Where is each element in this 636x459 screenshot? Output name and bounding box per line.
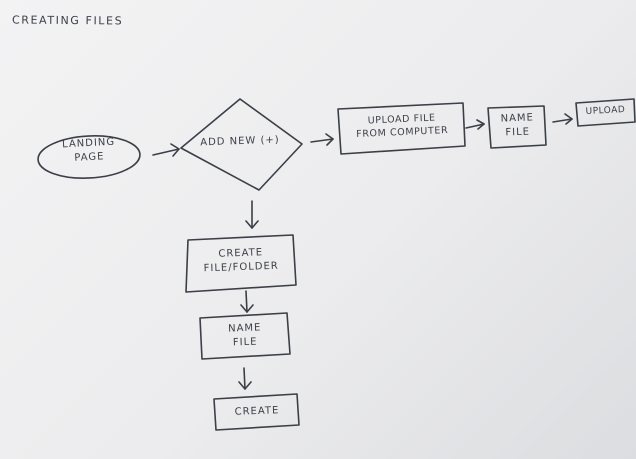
create-file-folder-label: CREATE FILE/FOLDER	[188, 245, 295, 276]
landing-page-oval	[37, 135, 141, 179]
add-new-decision-diamond	[180, 98, 303, 191]
arrow-add-new-to-upload-file	[310, 133, 334, 146]
arrow-landing-to-add-new	[152, 143, 180, 157]
arrow-name-file-to-create	[238, 367, 252, 390]
arrow-upload-file-to-name-file	[465, 119, 485, 130]
upload-box	[575, 98, 636, 127]
name-file-top-label: NAME FILE	[490, 111, 546, 140]
arrow-name-file-to-upload	[552, 113, 573, 125]
upload-file-label: UPLOAD FILE FROM COMPUTER	[340, 111, 465, 142]
create-label: CREATE	[234, 405, 280, 418]
create-box	[213, 393, 300, 431]
page-title: CREATING FILES	[11, 13, 124, 28]
upload-file-box	[337, 102, 466, 155]
landing-page-label: LANDING PAGE	[47, 135, 130, 166]
name-file-top-line2: FILE	[505, 126, 531, 138]
name-file-bottom-label: NAME FILE	[203, 321, 288, 351]
name-file-bottom-box	[199, 312, 291, 360]
create-file-folder-box	[185, 234, 297, 293]
arrow-add-new-to-create-file-folder	[245, 200, 259, 229]
arrow-create-file-folder-to-name-file	[240, 290, 254, 313]
name-file-top-box	[487, 105, 547, 149]
